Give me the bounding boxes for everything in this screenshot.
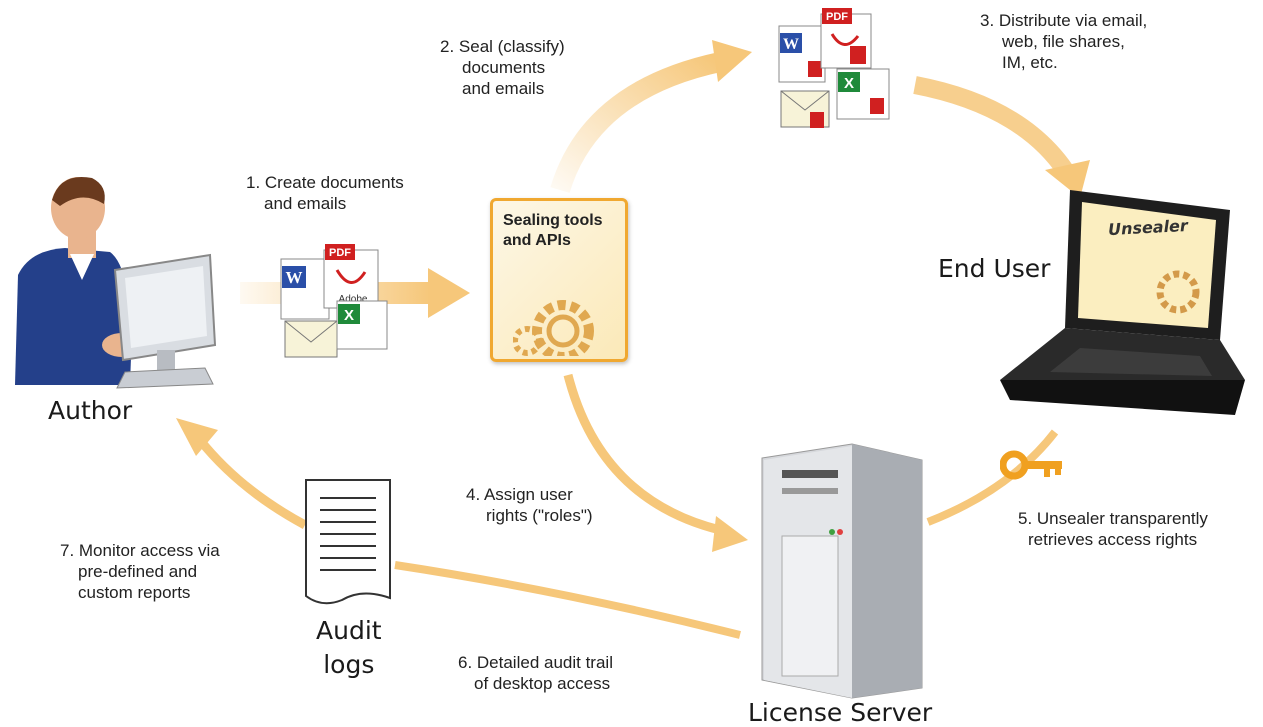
- excel-document-icon: X: [836, 68, 890, 125]
- step-3-label: 3. Distribute via email,web, file shares…: [980, 11, 1148, 72]
- word-document-icon: W: [778, 25, 826, 88]
- email-envelope-icon: [284, 320, 338, 363]
- svg-text:PDF: PDF: [826, 11, 848, 23]
- pdf-document-icon: PDF Adobe: [323, 244, 379, 315]
- audit-log-document-icon: [305, 479, 391, 605]
- arrow-distribute: [913, 76, 1090, 198]
- sealing-tools-box: Sealing tools and APIs: [490, 198, 628, 362]
- audit-logs-label: Audit logs: [316, 616, 382, 679]
- arrow-retrieve-rights: [926, 429, 1059, 526]
- arrow-assign-rights: [563, 373, 748, 552]
- svg-text:W: W: [783, 36, 799, 53]
- svg-text:PDF: PDF: [329, 247, 351, 259]
- svg-text:X: X: [844, 75, 854, 92]
- license-server-label: License Server: [748, 698, 933, 727]
- excel-document-icon: X: [336, 300, 388, 355]
- author-label: Author: [48, 396, 133, 425]
- arrow-monitor: [176, 418, 308, 529]
- author-person-icon: [15, 176, 142, 385]
- email-envelope-icon: [780, 90, 830, 135]
- end-user-label: End User: [938, 254, 1051, 283]
- arrow-seal: [550, 40, 752, 194]
- server-tower-icon: [761, 443, 923, 699]
- gear-icon: [513, 300, 594, 356]
- svg-text:W: W: [286, 268, 303, 287]
- word-document-icon: W: [280, 258, 330, 325]
- laptop-icon: [1000, 190, 1245, 415]
- computer-monitor-icon: [113, 253, 217, 389]
- arrow-audit-trail: [394, 561, 741, 639]
- svg-text:X: X: [344, 307, 354, 324]
- pdf-document-icon: PDF: [820, 8, 872, 75]
- sealing-tools-title: Sealing tools and APIs: [503, 212, 603, 249]
- svg-text:Adobe: Adobe: [339, 294, 368, 305]
- key-icon: [1000, 450, 1062, 480]
